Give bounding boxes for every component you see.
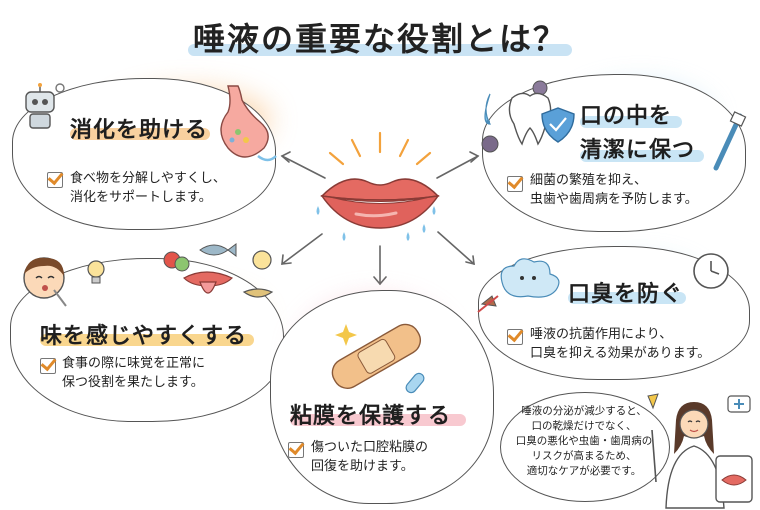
section-description: 食事の際に味覚を正常に保つ役割を果たします。 [62, 356, 206, 390]
robot-icon [25, 83, 65, 129]
section-heading: 味を感じやすくする [40, 324, 248, 349]
lips-icon [316, 178, 440, 241]
tongue-food-icon [163, 243, 274, 298]
bandage-icon [331, 323, 425, 394]
heading-highlight [290, 414, 466, 426]
title-highlight [188, 44, 572, 56]
section-heading: 口臭を防ぐ [568, 282, 684, 307]
check-icon [40, 358, 56, 374]
check-icon [47, 172, 63, 188]
lightbulb-icon [87, 260, 105, 284]
section-heading: 清潔に保つ [580, 138, 696, 163]
section-heading: 口の中を [580, 104, 673, 129]
section-heading: 消化を助ける [70, 118, 209, 143]
check-icon [288, 442, 304, 458]
section-description: 傷ついた口腔粘膜の回復を助けます。 [311, 440, 429, 474]
toothbrush-icon [713, 111, 747, 171]
check-icon [507, 329, 523, 345]
note-bubble [500, 392, 670, 502]
child-eating-icon [23, 257, 67, 307]
stomach-icon [220, 85, 277, 162]
doctor-icon [647, 393, 753, 509]
caution-note: 唾液の分泌が減少すると、口の乾燥だけでなく、口臭の悪化や虫歯・歯周病のリスクが高… [515, 405, 653, 477]
heading-highlight [40, 334, 254, 346]
page-title: 唾液の重要な役割とは？ [192, 20, 567, 58]
section-description: 唾液の抗菌作用により、口臭を抑える効果があります。 [530, 327, 711, 361]
check-icon [507, 176, 523, 192]
section-mucosa [270, 290, 494, 504]
section-description: 細菌の繁殖を抑え、虫歯や歯周病を予防します。 [530, 173, 698, 207]
clock-icon [693, 253, 729, 289]
section-description: 食べ物を分解しやすくし、消化をサポートします。 [70, 171, 226, 205]
cloud-face-icon [477, 258, 560, 313]
heading-highlight [580, 150, 704, 162]
heading-highlight [568, 292, 686, 304]
section-heading: 粘膜を保護する [290, 404, 452, 429]
heading-highlight [70, 128, 210, 140]
heading-highlight [580, 116, 682, 128]
tooth-shield-icon [481, 80, 575, 153]
